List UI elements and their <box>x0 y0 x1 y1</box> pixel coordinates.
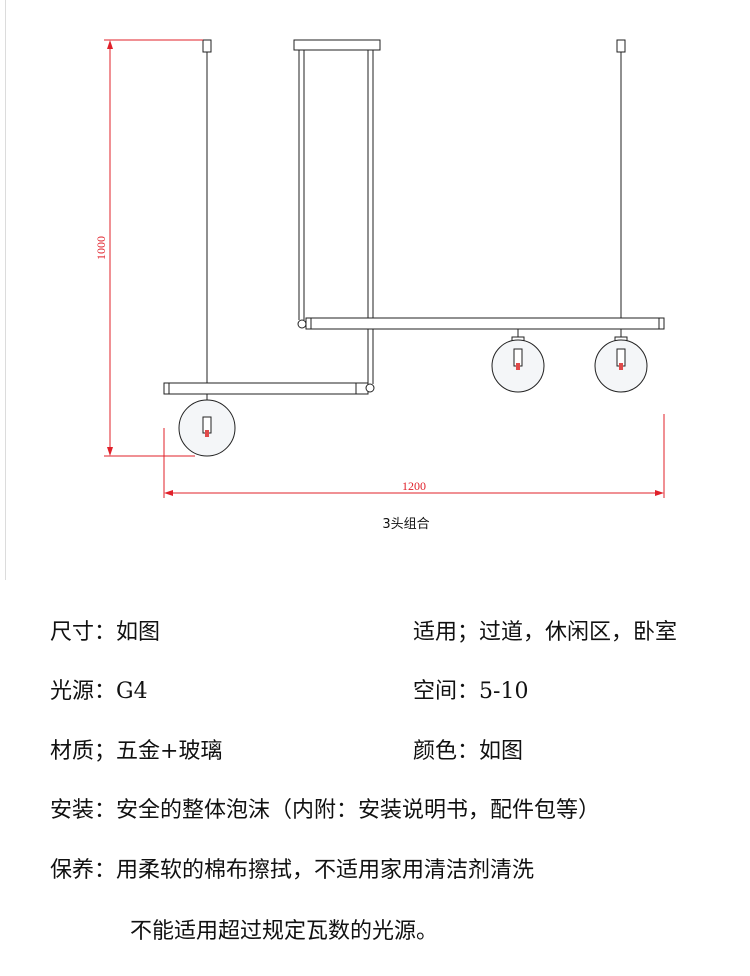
spec-install-label: 安装： <box>50 798 117 823</box>
upper-bar-joint <box>297 319 307 329</box>
spec-material-value: 五金+玻璃 <box>116 739 223 764</box>
spec-usage-label: 适用； <box>413 620 480 645</box>
lower-bar-joint <box>365 383 375 393</box>
middle-globe-lamp <box>491 329 545 393</box>
diagram-caption: 3头组合 <box>382 517 429 532</box>
spec-usage: 适用；过道，休闲区，卧室 <box>413 619 677 647</box>
spec-size-value: 如图 <box>116 620 161 645</box>
spec-material-label: 材质； <box>50 739 117 764</box>
spec-usage-value: 过道，休闲区，卧室 <box>479 620 678 645</box>
spec-care-note-text: 不能适用超过规定瓦数的光源。 <box>130 919 439 944</box>
spec-color-value: 如图 <box>479 739 524 764</box>
spec-space: 空间：5-10 <box>413 678 528 706</box>
spec-care-label: 保养： <box>50 858 117 883</box>
spec-light-label: 光源： <box>50 679 117 704</box>
left-bulb <box>205 430 209 437</box>
spec-material: 材质；五金+玻璃 <box>50 738 222 766</box>
spec-space-label: 空间： <box>413 679 480 704</box>
spec-color-label: 颜色： <box>413 739 480 764</box>
right-ceiling-cap <box>616 39 626 53</box>
pendant-lamp-diagram: 1000 1200 3头组合 <box>94 39 665 532</box>
right-globe-lamp <box>594 329 648 393</box>
left-globe-lamp <box>178 394 236 457</box>
left-border-line <box>5 0 6 580</box>
spec-install-value: 安全的整体泡沫（内附：安装说明书，配件包等） <box>116 798 601 823</box>
spec-space-value: 5-10 <box>479 679 529 704</box>
lamp-structure <box>163 39 665 457</box>
middle-bulb <box>516 363 520 370</box>
spec-install: 安装：安全的整体泡沫（内附：安装说明书，配件包等） <box>50 797 600 825</box>
spec-care-value: 用柔软的棉布擦拭，不适用家用清洁剂清洗 <box>116 858 535 883</box>
spec-light-value: G4 <box>116 679 148 704</box>
upper-horizontal-bar <box>305 317 665 330</box>
spec-light: 光源：G4 <box>50 678 148 706</box>
height-dimension-label: 1000 <box>94 236 108 260</box>
spec-size-label: 尺寸： <box>50 620 117 645</box>
width-dimension-label: 1200 <box>402 479 426 493</box>
spec-size: 尺寸：如图 <box>50 619 160 647</box>
lower-horizontal-bar <box>163 382 369 395</box>
dimension-lines <box>104 39 665 498</box>
center-ceiling-plate <box>293 39 381 51</box>
left-ceiling-cap <box>202 39 212 53</box>
spec-care-note: 不能适用超过规定瓦数的光源。 <box>130 918 438 946</box>
right-bulb <box>619 363 623 370</box>
spec-care: 保养：用柔软的棉布擦拭，不适用家用清洁剂清洗 <box>50 857 534 885</box>
spec-color: 颜色：如图 <box>413 738 523 766</box>
